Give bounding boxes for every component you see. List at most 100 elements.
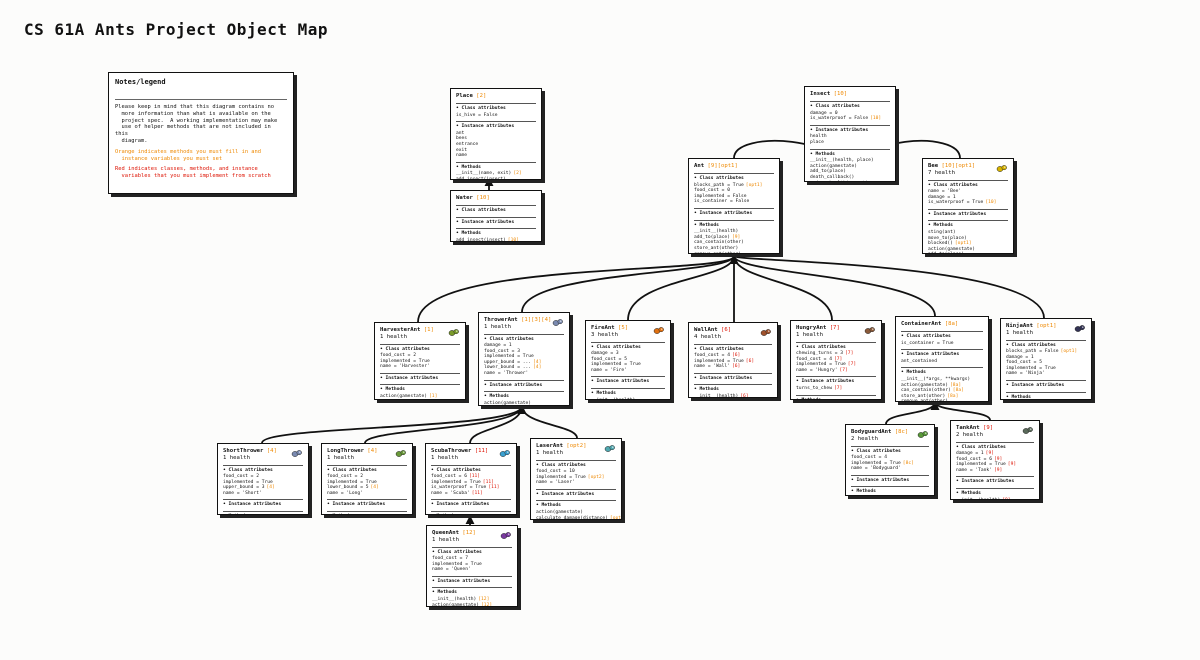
attribute-line: exit — [456, 148, 536, 154]
class-name-text: QueenAnt — [432, 530, 459, 536]
section-title: • Methods — [810, 151, 835, 157]
attribute-line: entrance — [456, 142, 536, 148]
section-title: • Methods — [456, 164, 481, 170]
attribute-line: implemented = True[opt2] — [536, 475, 616, 481]
class-health: 1 health — [432, 537, 459, 543]
line-problem-tag: [9] — [993, 467, 1003, 473]
attribute-line: implemented = True[7] — [796, 362, 876, 368]
class-problem-tag: [10] — [476, 195, 490, 201]
line-problem-tag: [8a] — [950, 382, 962, 388]
methods-section: • Methods__init__(health)reduce_health(a… — [591, 388, 665, 399]
line-problem-tag: [8a] — [952, 388, 964, 394]
section-title: • Class attributes — [1006, 342, 1056, 348]
section-title: • Instance attributes — [956, 479, 1015, 485]
attribute-line: blocks_path = False[opt1] — [1006, 349, 1086, 355]
attribute-line: name = 'Wall'[6] — [694, 364, 772, 370]
line-text: can_contain(other) — [694, 240, 744, 246]
class-problem-tag: [8a] — [944, 321, 959, 327]
method-line: remove_ant(other) — [901, 399, 983, 401]
line-problem-tag: [8c] — [902, 460, 914, 466]
section-title: • Instance attributes — [851, 477, 910, 483]
instance-attributes-section: • Instance attributes — [694, 207, 774, 217]
line-text: is_waterproof = True — [928, 200, 984, 206]
class-box-bee: Bee [10][opt1]7 health• Class attributes… — [922, 158, 1014, 254]
method-line: calculate_damage(distance)[opt2] — [536, 516, 621, 519]
class-name: Ant [9][opt1] — [694, 163, 774, 170]
line-text: sting(ant) — [928, 230, 956, 236]
line-text: name = 'Laser' — [536, 480, 575, 486]
class-health: 7 health — [928, 170, 955, 176]
section-title: • Methods — [327, 514, 407, 515]
line-text: food_cost = 6 — [956, 456, 992, 462]
section-title: • Class attributes — [694, 176, 744, 181]
method-line: can_contain(other)[8a] — [901, 388, 983, 394]
line-text: food_cost = 5 — [591, 356, 627, 362]
line-text: ant — [456, 130, 465, 136]
scuba-thrower-icon — [499, 450, 510, 457]
attribute-line: name = 'Scuba'[11] — [431, 491, 511, 497]
line-problem-tag: [10] — [985, 200, 997, 206]
line-text: move_to(place) — [928, 235, 967, 241]
class-problem-tag: [2] — [476, 93, 487, 99]
class-problem-tag: [7] — [829, 325, 840, 331]
bodyguard-ant-icon — [917, 431, 928, 438]
class-box-ninja-ant: NinjaAnt [opt1]1 health• Class attribute… — [1000, 318, 1092, 400]
class-name: QueenAnt [12] — [432, 530, 512, 537]
method-line: add_to(place)[9] — [694, 235, 774, 241]
section-title: • Instance attributes — [810, 127, 869, 133]
line-problem-tag: [4] — [266, 485, 275, 491]
instance-attributes-section: • Instance attributes — [536, 488, 616, 498]
line-text: name = 'Thrower' — [484, 371, 529, 377]
line-text: blocks_path = False — [1006, 349, 1059, 355]
instance-attributes-section: • Instance attributes — [928, 208, 1008, 218]
edge-tank-container — [930, 401, 991, 421]
attribute-line: implemented = True — [484, 354, 564, 360]
line-text: damage = 0 — [810, 110, 838, 116]
section-title: • Class attributes — [432, 549, 482, 555]
method-line: move_to(place) — [928, 236, 1008, 242]
edge-harvester-ant — [417, 255, 739, 323]
line-text: name = 'Harvester' — [380, 364, 430, 370]
line-text: __init__(name, exit) — [456, 171, 512, 177]
instance-attributes-section: • Instance attributes — [432, 575, 512, 585]
attribute-line: is_hive = False — [456, 113, 536, 119]
line-text: store_ant(other) — [901, 393, 946, 399]
line-text: __init__(*args, **kwargs) — [901, 376, 971, 382]
line-problem-tag: [opt1] — [954, 241, 972, 247]
line-problem-tag: [11] — [471, 490, 483, 496]
section-title: • Instance attributes — [484, 382, 543, 388]
attribute-line: is_container = False — [694, 199, 774, 205]
line-text: blocked() — [928, 241, 953, 247]
class-box-water: Water [10]• Class attributes• Instance a… — [450, 190, 542, 242]
line-text: chewing_turns = 3 — [796, 351, 844, 357]
line-text: food_cost = 4 — [694, 353, 730, 359]
class-name-text: NinjaAnt — [1006, 323, 1033, 329]
line-text: add_insect(insect) — [456, 176, 506, 180]
attribute-line: name = 'Harvester' — [380, 364, 460, 370]
class-name: LongThrower [4] — [327, 448, 407, 455]
edge-container-ant — [729, 255, 936, 317]
fire-ant-icon — [653, 327, 664, 334]
section-title: • Methods — [1006, 394, 1031, 400]
section-title: • Class attributes — [928, 182, 978, 188]
line-text: death_callback() — [810, 174, 855, 180]
line-text: food_cost = 2 — [223, 474, 259, 480]
line-text: __init__(health) — [956, 498, 1000, 499]
attribute-line: implemented = True — [223, 480, 303, 486]
line-text: action(gamestate) — [380, 394, 428, 400]
class-name: ContainerAnt [8a] — [901, 321, 983, 328]
attribute-line: ant — [456, 131, 536, 137]
method-line: action(gamestate) — [810, 164, 890, 170]
methods-section: • Methodsaction(gamestate)nearest_bee(be… — [484, 391, 564, 405]
attribute-line: food_cost = 2 — [223, 474, 303, 480]
section-title: • Methods — [694, 222, 719, 228]
line-text: action(gamestate) — [810, 163, 858, 169]
